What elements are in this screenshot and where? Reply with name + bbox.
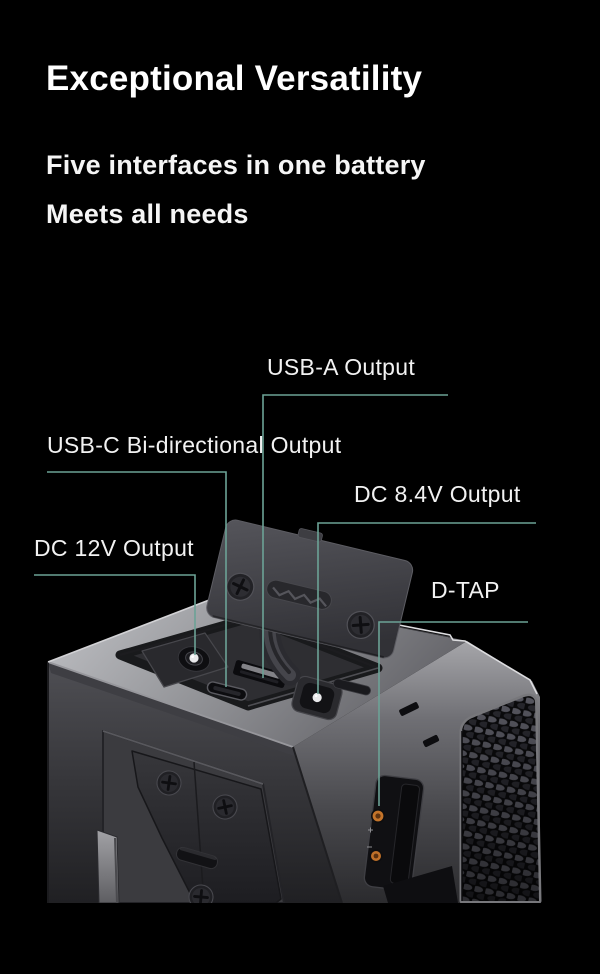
d-tap-pin (371, 809, 385, 823)
callout-label-usb-c: USB-C Bi-directional Output (47, 432, 342, 458)
v-mount-plate (102, 730, 285, 903)
front-bevel (48, 662, 297, 757)
callout-line-dc-12v (34, 574, 196, 655)
callout-label-dc-12v: DC 12V Output (34, 535, 194, 561)
callout-line-usb-c (47, 471, 227, 687)
callout-line-dc-8-4v (317, 522, 536, 694)
d-tap-pin (369, 849, 383, 863)
usb-c-port (206, 681, 248, 701)
subtitle-line-2: Meets all needs (46, 199, 249, 229)
dc-12v-port (177, 646, 211, 672)
page-title: Exceptional Versatility (46, 59, 423, 98)
dc-8-4v-port (291, 675, 343, 721)
callout-label-usb-a: USB-A Output (267, 354, 416, 380)
usb-a-port (232, 659, 288, 689)
headline-block: Exceptional Versatility Five interfaces … (46, 58, 426, 239)
port-cover-flap (206, 519, 414, 659)
callout-label-dc-8-4v: DC 8.4V Output (354, 481, 521, 507)
carbon-fiber-panel (459, 693, 542, 903)
callout-label-d-tap: D-TAP (431, 577, 500, 603)
side-vent (399, 702, 419, 716)
side-vent (422, 735, 440, 747)
battery-latch (96, 829, 120, 903)
callout-line-usb-a (262, 394, 448, 678)
top-groove (333, 678, 371, 696)
flap-tab (297, 528, 323, 543)
wedge-slot (175, 846, 219, 870)
subtitle-line-1: Five interfaces in one battery (46, 150, 426, 180)
callout-lines (34, 394, 536, 806)
callout-line-d-tap (378, 621, 528, 806)
